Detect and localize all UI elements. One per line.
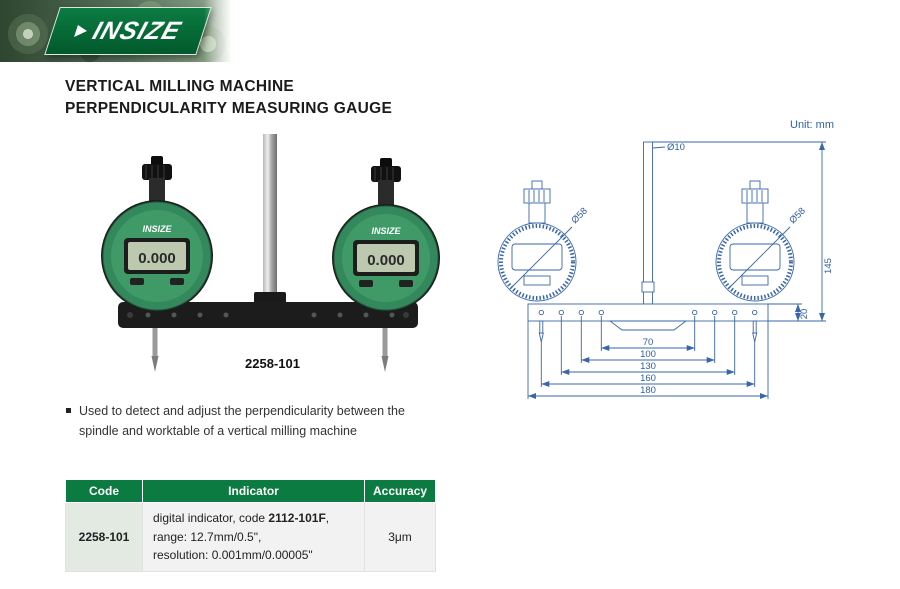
digital-indicator-right: INSIZE 0.000 <box>332 158 440 312</box>
product-model-label: 2258-101 <box>245 356 300 371</box>
unit-label: Unit: mm <box>790 119 834 131</box>
product-description: Used to detect and adjust the perpendicu… <box>66 401 405 441</box>
insize-logo: INSIZE <box>44 7 212 55</box>
header-code: Code <box>65 479 143 503</box>
page-header: INSIZE <box>0 0 900 62</box>
technical-drawing: Unit: mm Ø10 Ø58 Ø58 70 100 130 160 180 … <box>497 119 834 399</box>
description-line-1: Used to detect and adjust the perpendicu… <box>66 401 405 421</box>
product-photo: INSIZE 0.000 INSIZE 0.000 <box>101 134 440 372</box>
dim-100: 100 <box>640 349 656 360</box>
machinery-photo: INSIZE <box>0 0 232 62</box>
dim-180: 180 <box>640 385 656 396</box>
digital-indicator-left: INSIZE 0.000 <box>101 156 213 312</box>
title-line-2: PERPENDICULARITY MEASURING GAUGE <box>65 99 393 117</box>
title-line-1: VERTICAL MILLING MACHINE <box>65 78 295 95</box>
drawing-rod <box>641 141 655 305</box>
dim-dial-diameter-right: Ø58 <box>787 206 807 226</box>
spec-table-row: 2258-101 digital indicator, code 2112-10… <box>65 502 437 572</box>
dim-rod-diameter: Ø10 <box>667 142 685 153</box>
cross-bar <box>118 302 418 328</box>
lcd-value-right: 0.000 <box>367 252 405 269</box>
indicator-brand-right: INSIZE <box>371 226 401 236</box>
drawing-dial-right <box>715 180 795 302</box>
description-line-2: spindle and worktable of a vertical mill… <box>79 424 357 438</box>
drawing-probe-right <box>752 320 758 343</box>
drawing-probe-left <box>538 320 544 343</box>
vertical-rod <box>254 134 286 310</box>
spec-table-header-row: Code Indicator Accuracy <box>65 479 437 503</box>
dim-70: 70 <box>643 337 654 348</box>
bullet-square-icon <box>66 408 71 413</box>
brand-name: INSIZE <box>89 16 185 45</box>
probe-right <box>381 328 389 372</box>
spec-table: Code Indicator Accuracy 2258-101 digital… <box>65 479 437 572</box>
indicator-brand-left: INSIZE <box>142 224 172 234</box>
lcd-value-left: 0.000 <box>138 250 176 267</box>
header-accuracy: Accuracy <box>363 479 437 503</box>
page-title: VERTICAL MILLING MACHINE PERPENDICULARIT… <box>65 76 392 119</box>
cell-indicator: digital indicator, code 2112-101F, range… <box>142 502 365 572</box>
dim-130: 130 <box>640 361 656 372</box>
dim-20: 20 <box>799 309 810 320</box>
cell-accuracy: 3μm <box>363 502 437 572</box>
dim-145: 145 <box>823 258 834 274</box>
drawing-dial-left <box>497 180 577 302</box>
dimension-lines <box>527 141 826 399</box>
probe-left <box>151 328 159 372</box>
header-indicator: Indicator <box>142 479 365 503</box>
drawing-bar <box>527 303 769 331</box>
logo-arrow-icon <box>73 25 89 37</box>
cell-code: 2258-101 <box>65 502 143 572</box>
dim-dial-diameter-left: Ø58 <box>569 206 589 226</box>
dim-160: 160 <box>640 373 656 384</box>
